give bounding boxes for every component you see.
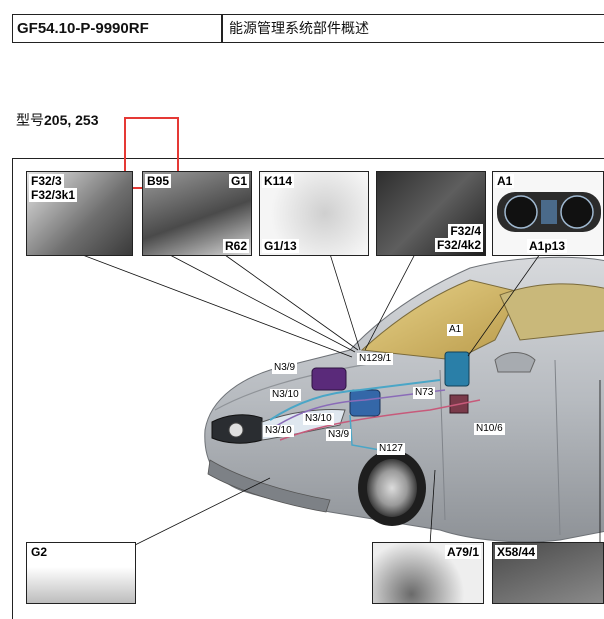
callout-n3-10-middle: N3/10 [303, 413, 334, 425]
label-g1: G1 [228, 174, 249, 188]
label-r62: R62 [222, 239, 249, 253]
callout-n10-6: N10/6 [474, 423, 505, 435]
thumbnail-g2: G2 [26, 542, 136, 604]
callout-n3-9-upper: N3/9 [272, 362, 298, 374]
thumbnail-k114: K114 G1/13 [259, 171, 369, 256]
callout-n127: N127 [377, 443, 405, 455]
label-g1-13: G1/13 [262, 239, 299, 253]
thumbnail-b95-g1: B95 G1 R62 [142, 171, 252, 256]
callout-n73: N73 [413, 387, 436, 399]
callout-n129-1: N129/1 [357, 353, 394, 365]
thumbnail-a79-1: A79/1 [372, 542, 484, 604]
model-line: 型号205, 253 [16, 110, 99, 130]
thumbnail-f32-3: F32/3 F32/3k1 [26, 171, 133, 256]
label-f32-4: F32/4 [448, 224, 483, 238]
label-f32-3k1: F32/3k1 [29, 188, 78, 202]
document-code: GF54.10-P-9990RF [12, 14, 222, 42]
thumbnail-a1: A1 A1p13 [492, 171, 604, 256]
thumbnail-x58-44: X58/44 [492, 542, 604, 604]
label-g2: G2 [29, 545, 50, 559]
label-k114: K114 [262, 174, 295, 188]
car-body [204, 256, 604, 543]
label-a79-1: A79/1 [444, 545, 481, 559]
instrument-cluster-icon [497, 192, 601, 232]
vehicle-illustration [79, 253, 604, 546]
callout-n3-10-lower: N3/10 [263, 425, 294, 437]
callout-n3-9-lower: N3/9 [326, 429, 352, 441]
diagram-frame [12, 158, 604, 619]
document-header: GF54.10-P-9990RF 能源管理系统部件概述 [12, 14, 604, 43]
document-title: 能源管理系统部件概述 [222, 14, 604, 42]
label-f32-4k2: F32/4k2 [434, 238, 483, 252]
thumbnail-f32-4: F32/4 F32/4k2 [376, 171, 486, 256]
leader-lines [79, 253, 601, 546]
callout-n3-10-upper: N3/10 [270, 389, 301, 401]
label-a1: A1 [495, 174, 515, 188]
label-b95: B95 [145, 174, 172, 188]
label-x58-44: X58/44 [495, 545, 538, 559]
label-f32-3: F32/3 [29, 174, 64, 188]
model-prefix: 型号 [16, 113, 44, 129]
model-numbers: 205, 253 [44, 112, 99, 128]
label-a1p13: A1p13 [527, 239, 568, 253]
callout-a1: A1 [447, 324, 464, 336]
